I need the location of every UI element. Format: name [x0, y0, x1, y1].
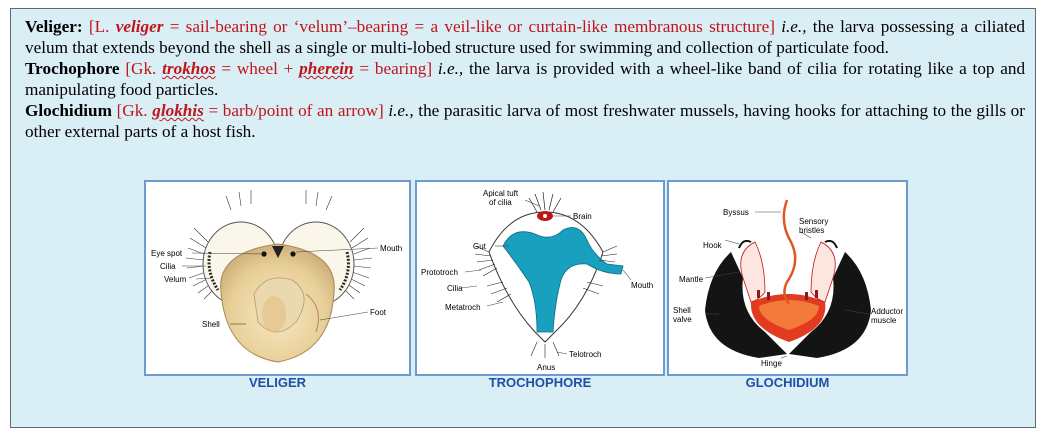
trochophore-term: Trochophore	[25, 59, 120, 78]
glochidium-label-hook: Hook	[703, 241, 723, 250]
veliger-label-shell: Shell	[202, 320, 220, 329]
glochidium-ie: i.e.,	[388, 101, 414, 120]
trochophore-figure: Apical tuft of cilia Brain Gut Prototroc…	[415, 180, 665, 376]
glochidium-description: the parasitic larva of most freshwater m…	[25, 101, 1025, 141]
glochidium-label-adductor2: muscle	[871, 316, 897, 325]
veliger-caption: VELIGER	[248, 375, 307, 390]
trochophore-ie: i.e.,	[437, 59, 464, 78]
shell-valve-right	[789, 252, 871, 358]
gut-drawing	[502, 227, 624, 333]
veliger-term: Veliger:	[25, 17, 83, 36]
trochophore-illustration: Apical tuft of cilia Brain Gut Prototroc…	[421, 189, 653, 372]
trochophore-etym-open: [Gk.	[125, 59, 157, 78]
glochidium-label-mantle: Mantle	[679, 275, 704, 284]
veliger-definition: Veliger: [L. veliger = sail-bearing or ‘…	[25, 16, 1025, 58]
trochophore-label-anus: Anus	[537, 363, 555, 372]
veliger-label-mouth: Mouth	[380, 244, 402, 253]
veliger-figure: Eye spot Cilia Velum Shell Mouth Foot	[144, 180, 411, 376]
trochophore-label-cilia: Cilia	[447, 284, 463, 293]
trochophore-label-apical2: of cilia	[489, 198, 512, 207]
glochidium-label-shell1: Shell	[673, 306, 691, 315]
veliger-etymology: = sail-bearing or ‘velum’–bearing = a ve…	[169, 17, 775, 36]
glochidium-label-adductor1: Adductor	[871, 307, 903, 316]
glochidium-label-hinge: Hinge	[761, 359, 782, 368]
veliger-cilia-drawing	[185, 190, 373, 300]
shell-valve-left	[705, 252, 787, 358]
glochidium-caption: GLOCHIDIUM	[745, 375, 830, 390]
trochophore-label-mouth: Mouth	[631, 281, 653, 290]
glochidium-label-sensory1: Sensory	[799, 217, 828, 226]
trochophore-label-telotroch: Telotroch	[569, 350, 601, 359]
trochophore-description: the larva is provided with a wheel-like …	[25, 59, 1026, 99]
glochidium-term: Glochidium	[25, 101, 112, 120]
veliger-etym-open: [L.	[88, 17, 110, 36]
trochophore-label-prototroch: Prototroch	[421, 268, 458, 277]
byssus-drawing	[782, 199, 797, 305]
glochidium-word: glokhis	[152, 101, 204, 120]
definition-panel: Veliger: [L. veliger = sail-bearing or ‘…	[10, 8, 1036, 428]
veliger-illustration: Eye spot Cilia Velum Shell Mouth Foot	[151, 190, 402, 363]
glochidium-definition: Glochidium [Gk. glokhis = barb/point of …	[25, 100, 1025, 142]
glochidium-etym-close: = barb/point of an arrow]	[208, 101, 384, 120]
trochophore-label-brain: Brain	[573, 212, 592, 221]
glochidium-label-byssus: Byssus	[723, 208, 749, 217]
trochophore-etym-close: = bearing]	[359, 59, 433, 78]
trochophore-definition: Trochophore [Gk. trokhos = wheel + phere…	[25, 58, 1025, 100]
trochophore-word1: trokhos	[162, 59, 216, 78]
glochidium-label-sensory2: bristles	[799, 226, 824, 235]
glochidium-illustration: Byssus Sensory bristles Hook Mantle Shel…	[673, 199, 903, 368]
trochophore-label-metatroch: Metatroch	[445, 303, 481, 312]
trochophore-label-apical1: Apical tuft	[483, 189, 519, 198]
definitions-text: Veliger: [L. veliger = sail-bearing or ‘…	[25, 16, 1025, 142]
veliger-label-velum: Velum	[164, 275, 187, 284]
trochophore-word2: pherein	[299, 59, 354, 78]
veliger-label-eye-spot: Eye spot	[151, 249, 183, 258]
trochophore-caption: TROCHOPHORE	[488, 375, 592, 390]
trochophore-etym-mid: = wheel +	[221, 59, 294, 78]
veliger-label-cilia: Cilia	[160, 262, 176, 271]
glochidium-figure: Byssus Sensory bristles Hook Mantle Shel…	[667, 180, 908, 376]
veliger-label-foot: Foot	[370, 308, 387, 317]
trochophore-label-gut: Gut	[473, 242, 487, 251]
glochidium-label-shell2: valve	[673, 315, 692, 324]
glochidium-etym-open: [Gk.	[116, 101, 148, 120]
veliger-description: the larva possessing a ciliated velum th…	[25, 17, 1026, 57]
veliger-word: veliger	[115, 17, 164, 36]
veliger-ie: i.e.,	[781, 17, 807, 36]
